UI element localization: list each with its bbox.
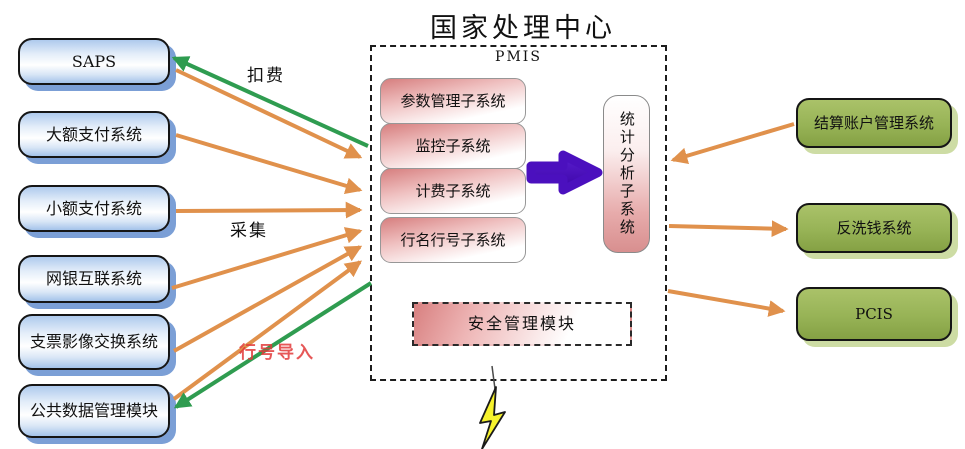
label-bank-code-import: 行号导入 <box>239 343 315 363</box>
node-beps: 小额支付系统 <box>18 185 170 232</box>
arrow-pmis-to-pcis <box>667 289 786 317</box>
node-anti-money-laundering-system: 反洗钱系统 <box>796 203 952 253</box>
node-bank-name-code-subsystem: 行名行号子系统 <box>380 217 526 263</box>
node-saps: SAPS <box>18 38 170 85</box>
arrow-pmis-to-aml <box>668 220 789 238</box>
arrow-settlement-to-pmis <box>670 122 795 164</box>
node-billing-subsystem: 计费子系统 <box>380 168 526 214</box>
node-monitoring-subsystem: 监控子系统 <box>380 123 526 169</box>
node-ibps: 网银互联系统 <box>18 255 170 303</box>
label-collect: 采集 <box>230 221 268 241</box>
node-security-module: 安全管理模块 <box>412 302 632 346</box>
node-public-data-module: 公共数据管理模块 <box>18 384 170 438</box>
national-processing-center-frame <box>370 45 667 381</box>
arrow-cheque-to-pmis <box>173 245 363 353</box>
node-settlement-account-system: 结算账户管理系统 <box>796 98 952 148</box>
orange-right-arrows <box>667 122 795 317</box>
node-pcis: PCIS <box>796 287 952 341</box>
node-hvps: 大额支付系统 <box>18 111 170 158</box>
arrow-hvps-to-pmis <box>175 133 363 194</box>
label-deduct-fee: 扣费 <box>247 66 285 86</box>
node-cheque-image-system: 支票影像交换系统 <box>18 314 170 370</box>
page-title: 国家处理中心 <box>430 13 616 44</box>
arrow-public-data-to-pmis <box>172 260 363 401</box>
arrow-beps-to-pmis <box>175 201 363 219</box>
node-parameter-mgmt-subsystem: 参数管理子系统 <box>380 78 526 124</box>
pmis-group-label: PMIS <box>495 49 542 65</box>
node-statistical-analysis-subsystem: 统计分析子系统 <box>603 95 650 253</box>
